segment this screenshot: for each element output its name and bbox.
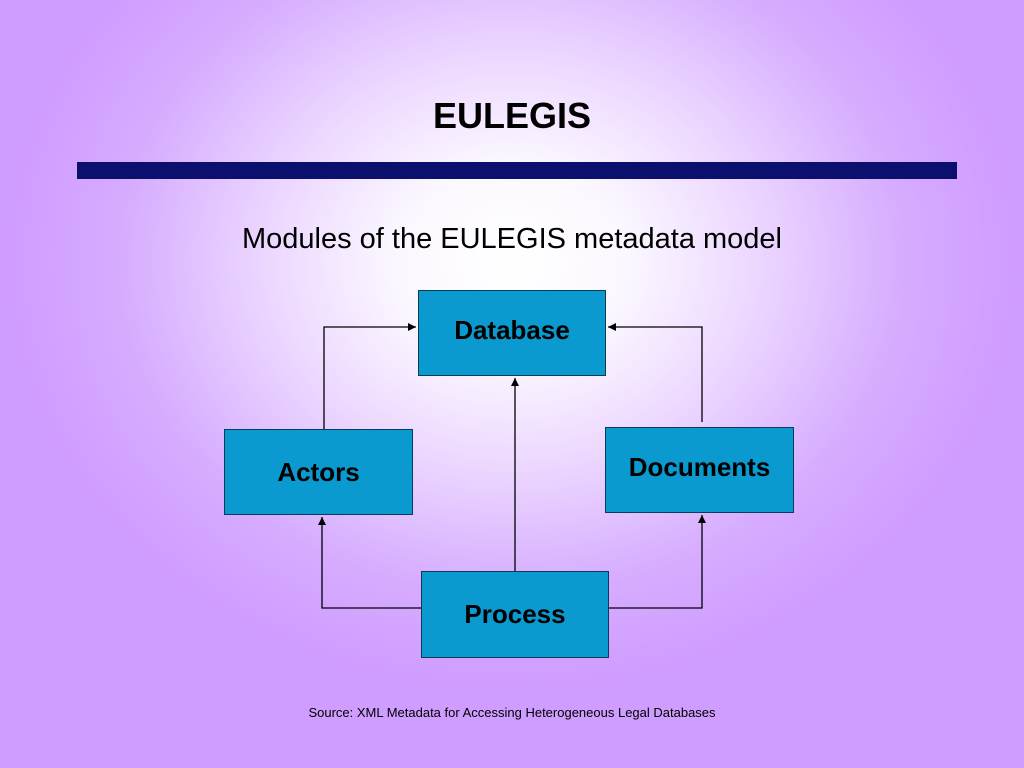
database-label: Database	[454, 315, 570, 345]
slide-subtitle: Modules of the EULEGIS metadata model	[241, 223, 782, 255]
actors-box: Actors	[224, 429, 413, 515]
slide-title: EULEGIS	[432, 95, 592, 136]
actors-label: Actors	[277, 456, 360, 487]
documents-box: Documents	[605, 427, 794, 513]
process-box: Process	[421, 571, 609, 658]
edge-documents-to-database	[608, 323, 703, 422]
title-divider	[77, 162, 957, 179]
database-box: Database	[418, 290, 606, 376]
source-citation: Source: XML Metadata for Accessing Heter…	[308, 705, 716, 720]
documents-label: Documents	[628, 452, 771, 482]
process-label: Process	[464, 599, 566, 629]
edge-process-to-documents	[609, 515, 706, 609]
edge-actors-to-database	[323, 323, 416, 429]
edge-process-to-actors	[318, 517, 421, 609]
